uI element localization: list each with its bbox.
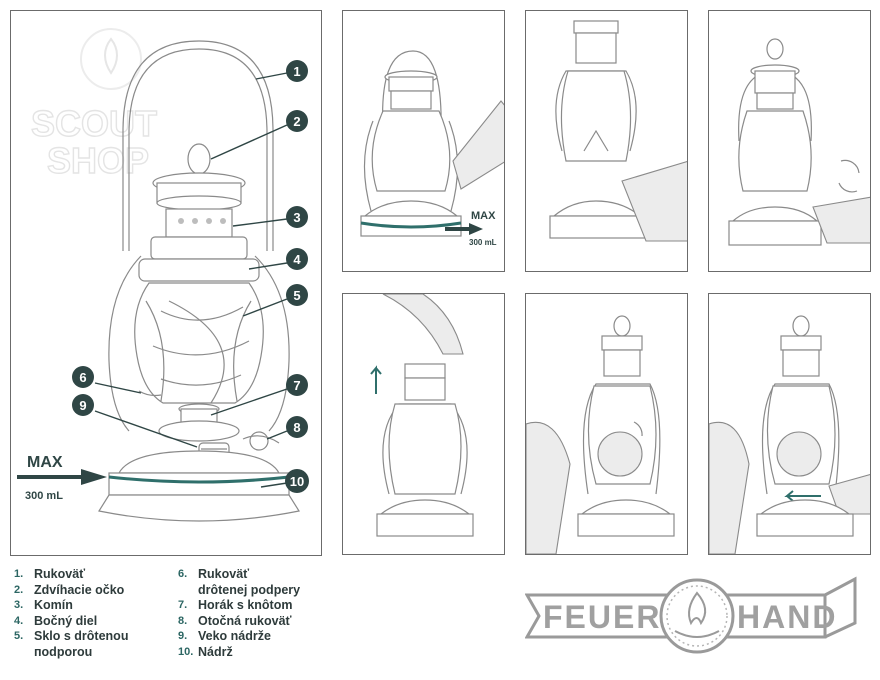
- legend-left: 1.Rukoväť 2.Zdvíhacie očko 3.Komín 4.Boč…: [14, 567, 174, 660]
- step-panel-6: [708, 293, 871, 555]
- side-frame-right: [254, 255, 290, 432]
- max-arrow-icon: [17, 469, 107, 485]
- callout-badge-6: 6: [72, 366, 94, 388]
- leader-lines: [94, 72, 288, 488]
- callout-badge-4: 4: [286, 248, 308, 270]
- fuel-bottle: [452, 100, 504, 190]
- step-panel-1: MAX 300 mL: [342, 10, 505, 272]
- watermark: SCOUT SHOP: [30, 28, 158, 182]
- svg-text:7: 7: [293, 378, 300, 393]
- logo-text-left: FEUER: [543, 599, 661, 635]
- callout-badge-10: 10: [285, 469, 309, 493]
- legend-item: 3.Komín: [14, 598, 73, 612]
- legend-right: 6.Rukoväť drôtenej podpery 7.Horák s knô…: [178, 567, 348, 660]
- step-panel-3: [708, 10, 871, 272]
- svg-text:5: 5: [293, 288, 300, 303]
- burner-gear: [597, 431, 643, 477]
- callout-badge-7: 7: [286, 374, 308, 396]
- logo-emblem: [659, 578, 735, 654]
- rotate-arrow-icon: [840, 159, 860, 174]
- left-arrow-icon: [784, 490, 821, 502]
- legend-item: 8.Otočná rukoväť: [178, 613, 292, 628]
- hand-illustration: [621, 161, 687, 242]
- legend-item: 5.Sklo s drôtenou пodporou: [14, 629, 129, 659]
- rotating-handle: [249, 431, 269, 451]
- wire-guard: [145, 300, 165, 402]
- volume-label: 300 mL: [25, 490, 63, 502]
- max-indicator: MAX 300 mL: [17, 454, 107, 502]
- hand-illustration: [382, 294, 464, 355]
- max-arrow-icon: [445, 223, 483, 235]
- max-label: MAX: [27, 454, 63, 471]
- svg-text:2: 2: [293, 114, 300, 129]
- svg-text:9: 9: [79, 398, 86, 413]
- callout-badge-9: 9: [72, 394, 94, 416]
- hand-icon: [674, 630, 720, 638]
- side-frame-left: [108, 255, 142, 432]
- legend-item: 10.Nádrž: [178, 644, 233, 659]
- callout-badge-1: 1: [286, 60, 308, 82]
- step-panel-2: [525, 10, 688, 272]
- hand-illustration: [812, 196, 870, 244]
- callout-badge-3: 3: [286, 206, 308, 228]
- step-panel-5: [525, 293, 688, 555]
- svg-text:3: 3: [293, 210, 300, 225]
- rotate-arrow-icon: [633, 421, 643, 437]
- legend-item: 9.Veko nádrže: [178, 629, 271, 643]
- svg-text:1: 1: [293, 64, 300, 79]
- callout-badge-8: 8: [286, 416, 308, 438]
- tank: [117, 450, 281, 474]
- callout-badge-2: 2: [286, 110, 308, 132]
- legend-item: 2.Zdvíhacie očko: [14, 582, 125, 597]
- side-piece: [138, 258, 260, 282]
- feuerhand-logo: FEUER HAND: [524, 573, 865, 663]
- step1-volume-label: 300 mL: [469, 238, 497, 247]
- up-arrow-icon: [370, 365, 382, 394]
- step1-max-label: MAX: [471, 210, 496, 222]
- burner-gear: [776, 431, 822, 477]
- legend-item: 6.Rukoväť drôtenej podpery: [178, 567, 301, 597]
- hand-illustration: [526, 421, 571, 554]
- hand-illustration: [709, 421, 750, 554]
- svg-text:4: 4: [293, 252, 301, 267]
- svg-text:10: 10: [290, 474, 304, 489]
- legend-item: 1.Rukoväť: [14, 567, 86, 581]
- handle: [122, 40, 274, 251]
- lifting-ring: [187, 143, 211, 175]
- watermark-line-2: SHOP: [47, 140, 149, 181]
- svg-text:6: 6: [79, 370, 86, 385]
- step-panel-4: [342, 293, 505, 555]
- lantern-diagram: SCOUT SHOP: [17, 28, 309, 522]
- legend-item: 4.Bočný diel: [14, 613, 98, 628]
- wire-guard-handle: [138, 390, 162, 397]
- logo-text-right: HAND: [737, 599, 837, 635]
- max-fill-band: [108, 475, 290, 484]
- main-diagram-panel: SCOUT SHOP: [10, 10, 322, 556]
- watermark-line-1: SCOUT: [31, 103, 157, 144]
- legend-item: 7.Horák s knôtom: [178, 598, 293, 612]
- callout-badge-5: 5: [286, 284, 308, 306]
- svg-text:8: 8: [293, 420, 300, 435]
- flame-icon: [688, 591, 707, 626]
